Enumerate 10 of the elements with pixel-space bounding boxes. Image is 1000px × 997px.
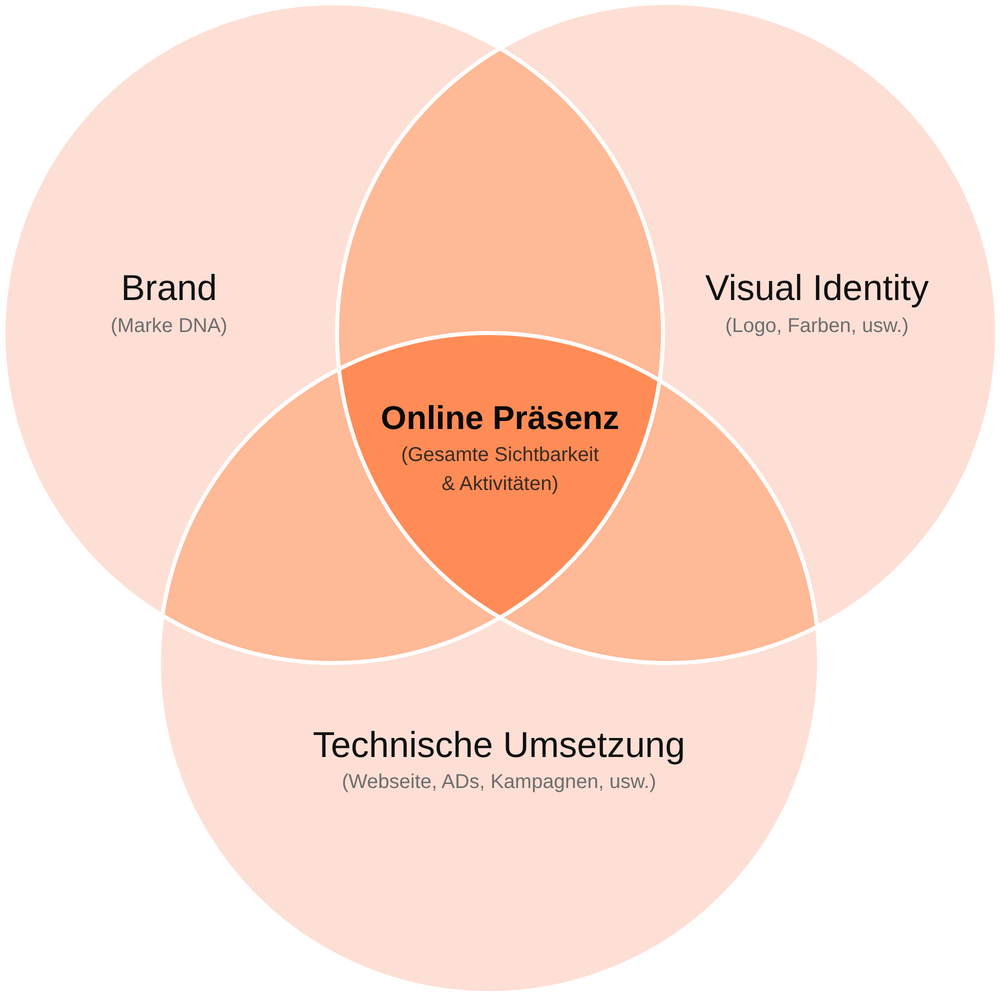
circle-title: Brand [120, 268, 218, 308]
circle-subtitle: (Logo, Farben, usw.) [725, 314, 909, 338]
region-title: Online Präsenz [380, 399, 620, 437]
region-subtitle: (Gesamte Sichtbarkeit & Aktivitäten) [400, 443, 600, 497]
center-overlap-region [338, 333, 660, 618]
overlap-region [337, 48, 663, 381]
circle-subtitle: (Marke DNA) [110, 314, 228, 338]
circle-subtitle: (Webseite, ADs, Kampagnen, usw.) [342, 770, 656, 794]
circle-title: Visual Identity [705, 268, 929, 308]
circle-title: Technische Umsetzung [312, 725, 686, 765]
